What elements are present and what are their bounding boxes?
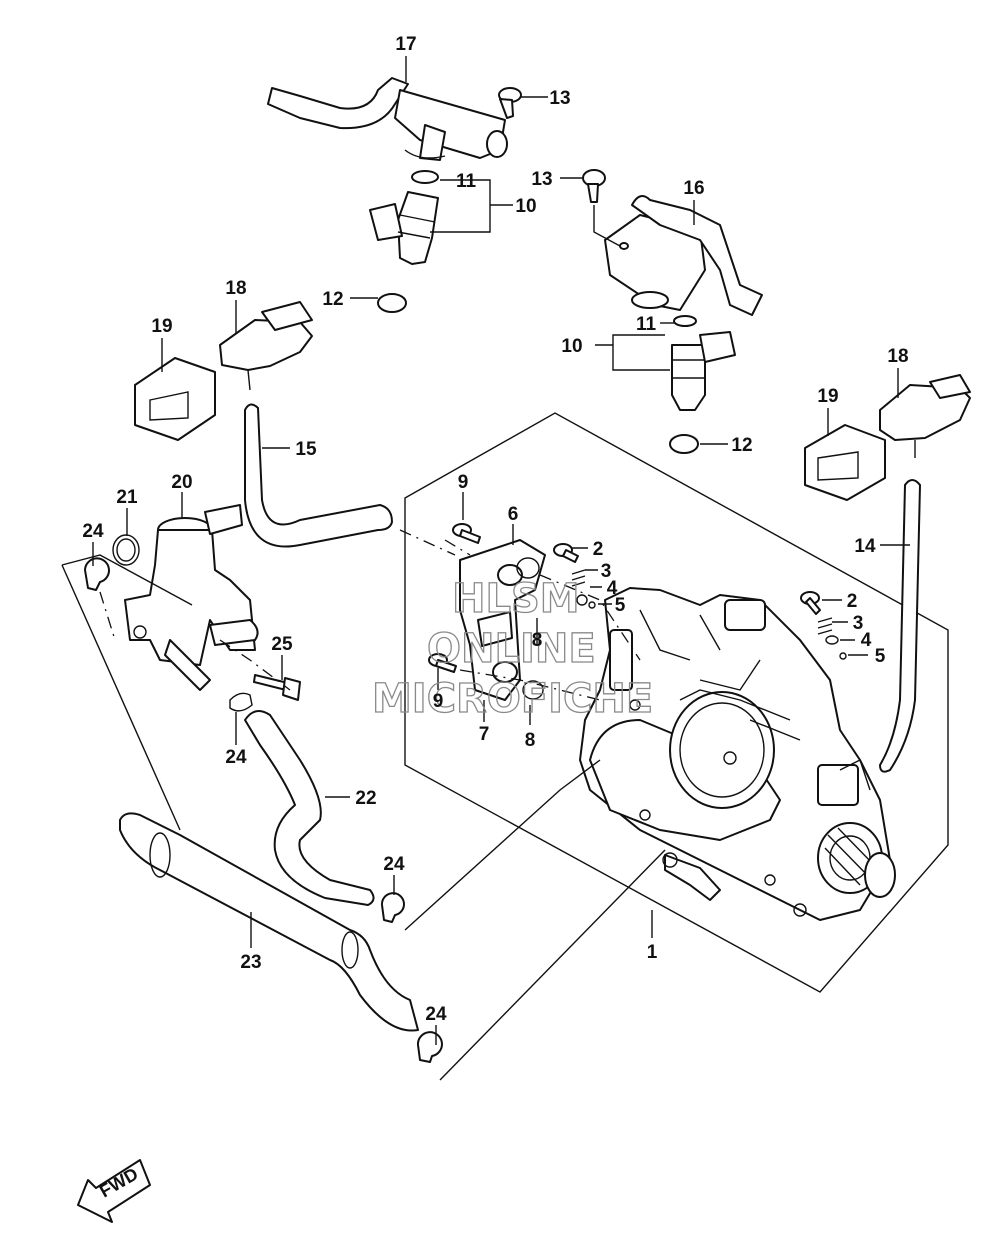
callout-22: 22 — [355, 788, 376, 809]
callout-23: 23 — [240, 952, 261, 973]
callout-24-c: 24 — [383, 854, 405, 875]
callout-25: 25 — [271, 634, 293, 655]
watermark-line3: MICROFICHE — [372, 676, 653, 722]
callout-4-right: 4 — [861, 630, 872, 651]
callout-21: 21 — [116, 487, 138, 508]
callout-10-right: 10 — [561, 336, 582, 357]
callout-18-left: 18 — [225, 278, 246, 299]
fuel-rail-17 — [267, 77, 508, 161]
callout-13-right: 13 — [531, 169, 552, 190]
callout-2-left: 2 — [593, 539, 604, 560]
callout-17: 17 — [395, 34, 416, 55]
callout-16: 16 — [683, 178, 704, 199]
screw-13-right — [582, 169, 606, 203]
callout-20: 20 — [171, 472, 192, 493]
vacuum-hose-15 — [244, 403, 393, 548]
clamp-24-a — [84, 557, 110, 591]
throttle-sensor-assembly — [428, 523, 546, 701]
fuel-rail-16 — [604, 195, 763, 316]
idle-air-valve-20 — [124, 504, 259, 691]
leader-lines — [61, 56, 910, 1081]
callout-8-lower: 8 — [525, 730, 536, 751]
callout-11-top: 11 — [456, 171, 477, 192]
throttle-body-1 — [579, 587, 896, 921]
vacuum-hose-14 — [879, 479, 921, 773]
callout-15: 15 — [295, 439, 317, 460]
assembly-outline — [404, 412, 949, 993]
callout-2-right: 2 — [847, 591, 858, 612]
adjust-screw-set-right — [800, 591, 847, 660]
fuel-injector-right — [669, 315, 736, 454]
bolt-25 — [253, 674, 301, 701]
map-sensor-18-left — [219, 301, 313, 391]
callout-6: 6 — [508, 504, 519, 525]
callout-labels: 17 13 11 10 12 13 16 11 10 12 18 19 18 1… — [82, 34, 908, 1025]
callout-7: 7 — [479, 724, 490, 745]
callout-9-top: 9 — [458, 472, 469, 493]
callout-5-left: 5 — [615, 595, 626, 616]
callout-24-d: 24 — [425, 1004, 447, 1025]
centerlines — [99, 529, 641, 701]
watermark: HLSM ONLINE MICROFICHE — [371, 575, 654, 722]
hose-23 — [119, 812, 419, 1032]
callout-8-upper: 8 — [532, 630, 543, 651]
callout-14: 14 — [854, 536, 876, 557]
callout-19-left: 19 — [151, 316, 172, 337]
callout-13-top: 13 — [549, 88, 570, 109]
clamp-24-d — [416, 1031, 443, 1063]
callout-4-left: 4 — [607, 578, 618, 599]
callout-19-right: 19 — [817, 386, 838, 407]
watermark-line2: ONLINE — [427, 626, 596, 672]
clamp-24-c — [380, 892, 405, 923]
sensor-holder-19-right — [804, 424, 886, 501]
sensor-holder-19-left — [134, 357, 216, 441]
watermark-line1: HLSM — [452, 576, 580, 622]
fwd-arrow-icon: FWD — [77, 1159, 151, 1223]
fuel-injector-top — [369, 170, 439, 313]
map-sensor-18-right — [879, 374, 971, 458]
screw-13-top — [498, 87, 522, 119]
callout-18-right: 18 — [887, 346, 908, 367]
hose-22 — [244, 710, 375, 906]
callout-9-lower: 9 — [433, 691, 444, 712]
callout-10-top: 10 — [515, 196, 536, 217]
o-ring-21 — [112, 534, 140, 566]
callout-3-left: 3 — [601, 561, 612, 582]
callout-12-right: 12 — [731, 435, 752, 456]
callout-24-b: 24 — [225, 747, 247, 768]
callout-24-a: 24 — [82, 521, 104, 542]
callout-12-top: 12 — [322, 289, 343, 310]
callout-11-right: 11 — [636, 314, 657, 335]
adjust-screw-set-left — [553, 543, 596, 609]
callout-5-right: 5 — [875, 646, 886, 667]
callout-3-right: 3 — [853, 613, 864, 634]
callout-1: 1 — [647, 942, 658, 963]
clamp-24-b — [229, 692, 253, 712]
